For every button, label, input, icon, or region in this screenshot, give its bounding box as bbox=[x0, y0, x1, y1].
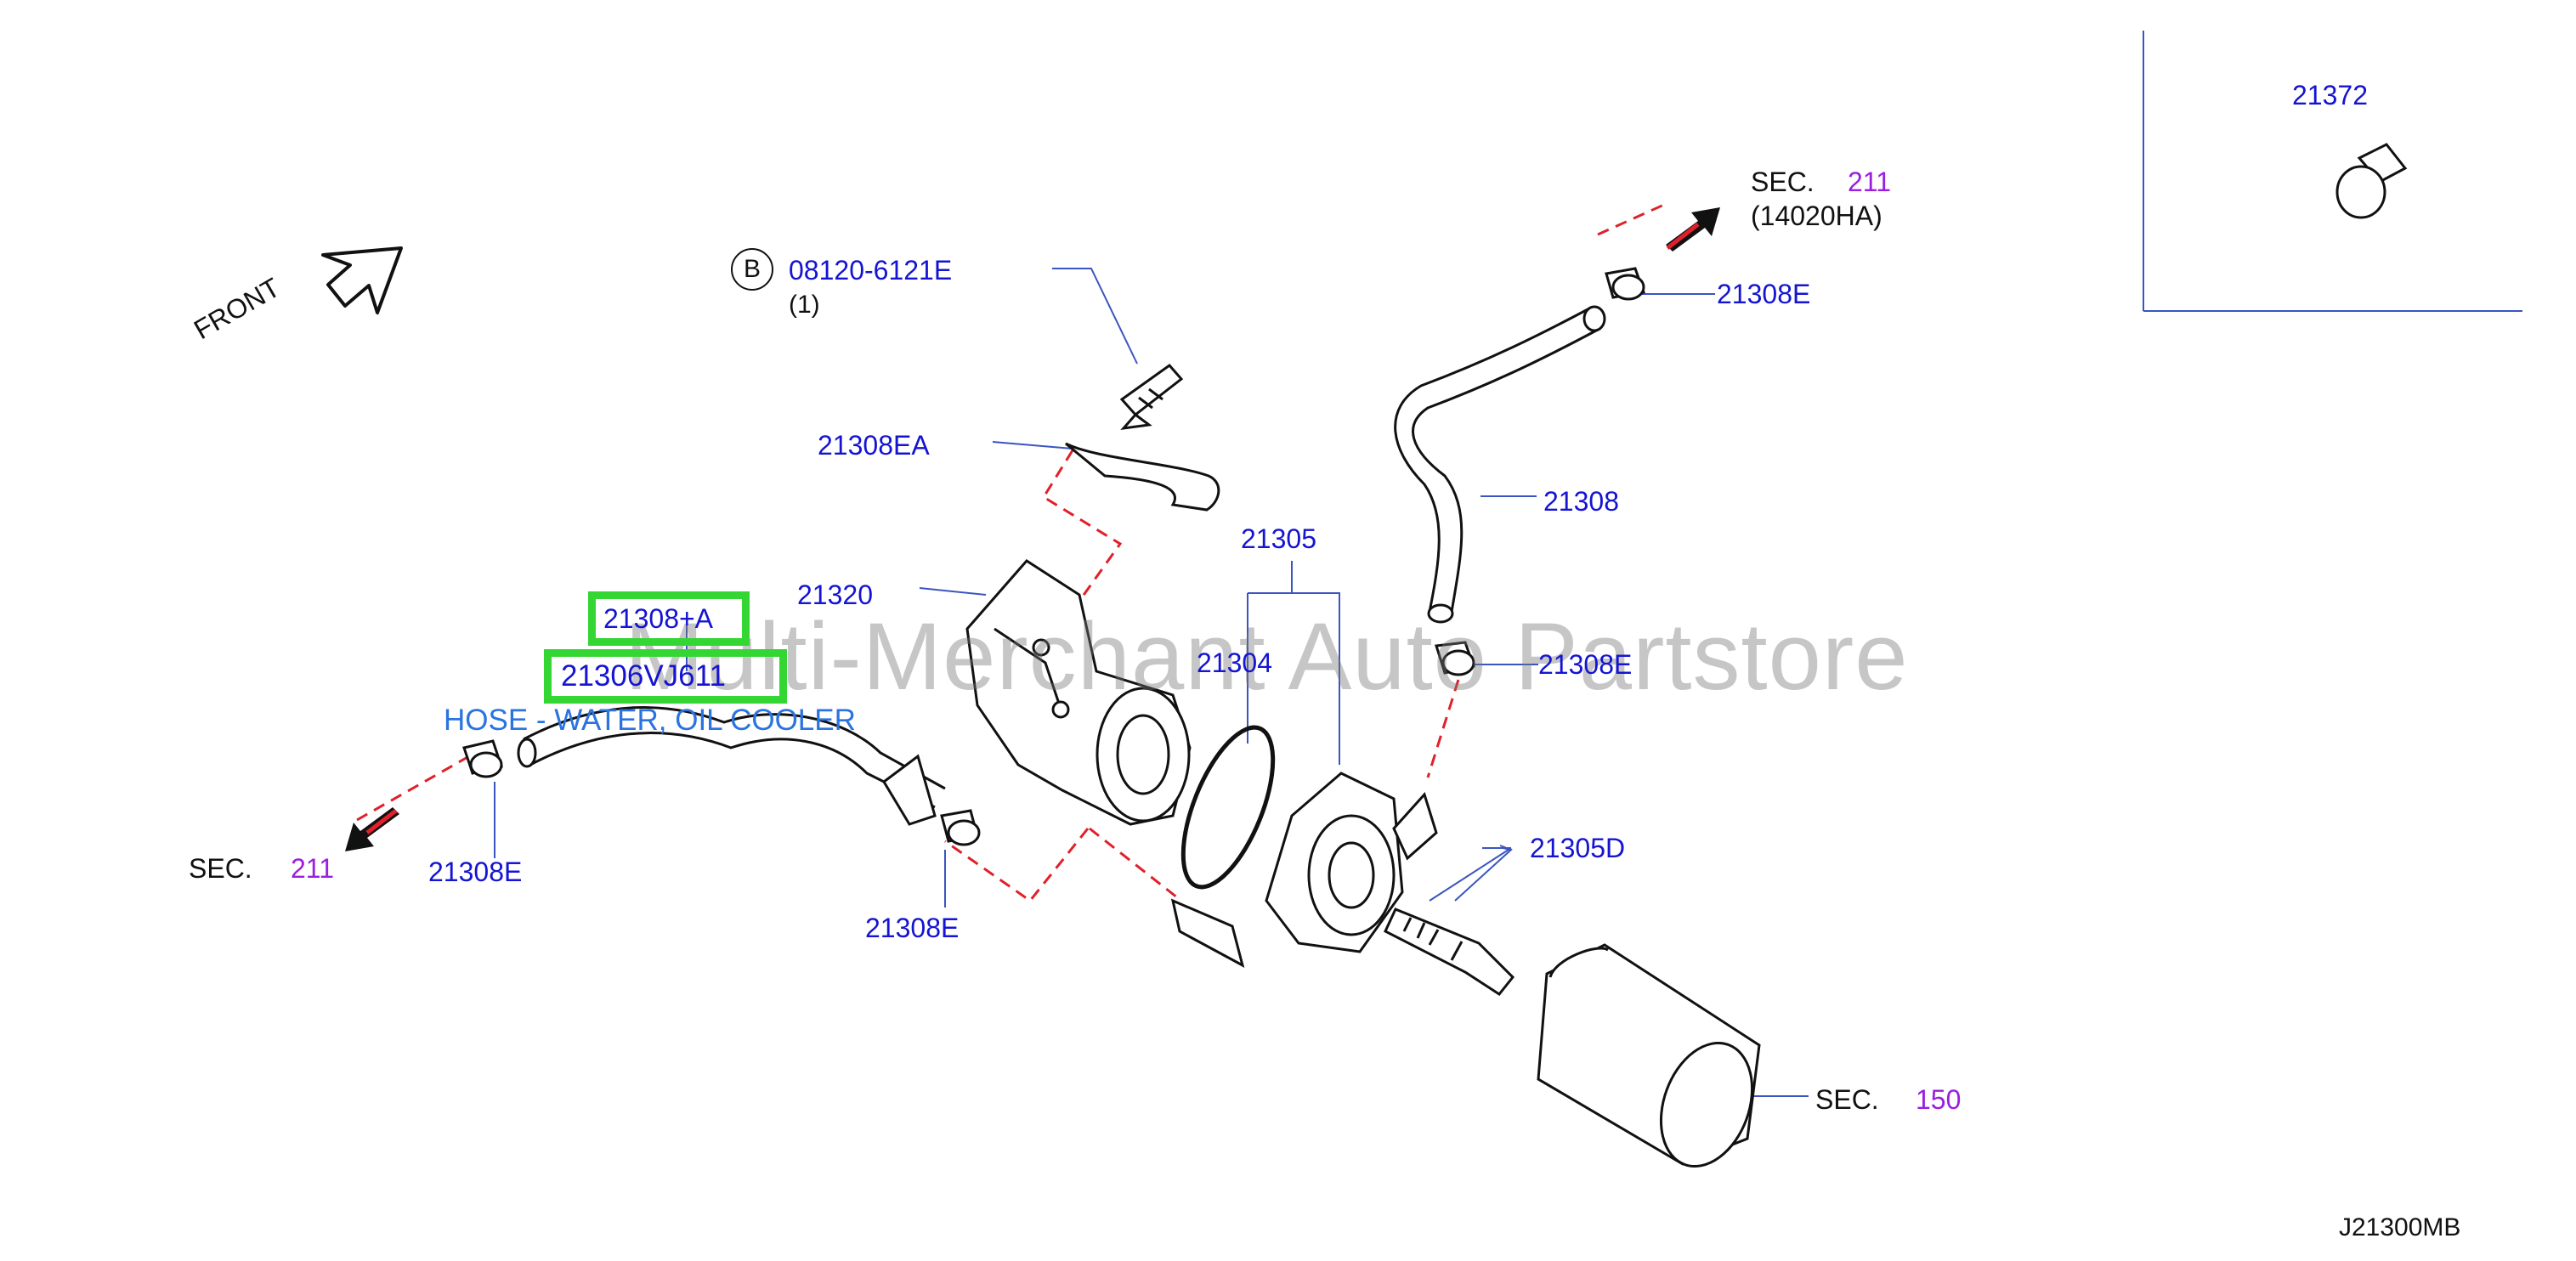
highlight-box-1 bbox=[588, 591, 750, 646]
clamp-bottom-part bbox=[940, 809, 981, 846]
section-arrow-left-icon bbox=[345, 807, 399, 851]
section-top-sub: (14020HA) bbox=[1751, 201, 1882, 231]
section-arrow-icon bbox=[1666, 207, 1720, 252]
section-left-prefix: SEC. bbox=[189, 853, 252, 884]
front-arrow-icon bbox=[321, 246, 403, 314]
callout-oring[interactable]: 21304 bbox=[1197, 647, 1272, 678]
section-top-prefix: SEC. bbox=[1751, 167, 1815, 197]
callout-housing[interactable]: 21320 bbox=[797, 580, 873, 610]
inset-frame bbox=[2143, 31, 2522, 312]
upper-hose-21308-part bbox=[1394, 305, 1606, 624]
clamp-left-part bbox=[462, 739, 503, 778]
callout-inset-part[interactable]: 21372 bbox=[2292, 80, 2368, 110]
callout-clamp-bottom[interactable]: 21308E bbox=[865, 913, 960, 943]
leader-lines bbox=[494, 268, 1809, 1097]
callout-bolt-qty: (1) bbox=[789, 291, 820, 319]
callout-highlight-2[interactable]: 21306VJ611 bbox=[561, 659, 726, 693]
callout-clamp-top[interactable]: 21308E bbox=[1717, 279, 1811, 309]
watermark: Multi-Merchant Auto Partstore bbox=[625, 603, 1909, 710]
bolt-symbol: B bbox=[731, 248, 773, 291]
callout-bracket[interactable]: 21308EA bbox=[818, 430, 930, 461]
callout-cooler[interactable]: 21305 bbox=[1241, 523, 1316, 554]
highlight-box-2 bbox=[544, 649, 787, 704]
callout-clamp-mid[interactable]: 21308E bbox=[1538, 649, 1633, 680]
callout-upper-hose[interactable]: 21308 bbox=[1543, 486, 1619, 517]
bolt-part bbox=[1119, 363, 1184, 431]
plug-21372-part bbox=[2335, 143, 2408, 219]
oring-21304-part bbox=[1180, 725, 1276, 890]
bracket-part bbox=[1065, 442, 1220, 512]
connector-21305D-part bbox=[1384, 908, 1515, 996]
clamp-mid-part bbox=[1435, 641, 1475, 676]
lower-hose-21306-part bbox=[517, 706, 946, 826]
section-filter-prefix: SEC. bbox=[1815, 1084, 1879, 1115]
callout-connector[interactable]: 21305D bbox=[1530, 833, 1626, 863]
callout-clamp-left[interactable]: 21308E bbox=[428, 857, 523, 887]
section-left-number[interactable]: 211 bbox=[291, 853, 335, 884]
section-top-number[interactable]: 211 bbox=[1848, 167, 1892, 197]
diagram-code: J21300MB bbox=[2339, 1213, 2461, 1241]
housing-21320-part bbox=[965, 559, 1192, 826]
clamp-top-part bbox=[1605, 267, 1646, 301]
routing-dashes bbox=[356, 202, 1667, 903]
callout-highlight-1[interactable]: 21308+A bbox=[603, 603, 714, 634]
cooler-21305-part bbox=[1170, 772, 1438, 968]
oil-filter-part bbox=[1537, 943, 1761, 1168]
hose-name-label: HOSE - WATER, OIL COOLER bbox=[444, 704, 856, 737]
callout-bolt-part[interactable]: 08120-6121E bbox=[789, 255, 953, 286]
section-filter-number[interactable]: 150 bbox=[1916, 1084, 1962, 1115]
